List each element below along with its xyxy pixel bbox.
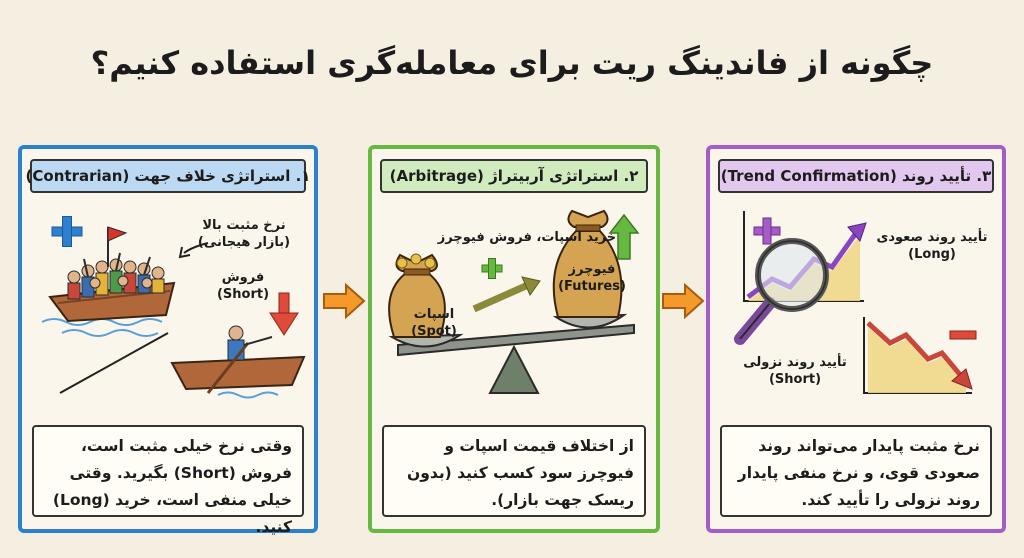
contrarian-header: ۱. استراتژی خلاف جهت (Contrarian) xyxy=(26,159,310,193)
page-title: چگونه از فاندینگ ریت برای معامله‌گری است… xyxy=(90,44,934,82)
crowd-label: نرخ مثبت بالا (بازار هیجانی) xyxy=(197,218,291,250)
downtrend-line-icon xyxy=(866,321,973,390)
plus-icon xyxy=(753,217,781,245)
futures-bag-icon xyxy=(552,209,623,318)
downtrend-label: تأیید روند نزولی (Short) xyxy=(743,355,847,387)
magnifying-glass-icon xyxy=(734,238,829,345)
flow-arrow-icon xyxy=(323,282,366,320)
rowboat-icon xyxy=(170,325,306,394)
uptrend-label: تأیید روند صعودی (Long) xyxy=(876,230,988,262)
diagonal-arrow-icon xyxy=(472,276,541,313)
arbitrage-description: از اختلاف قیمت اسپات و فیوچرز سود کسب کن… xyxy=(382,425,646,517)
trend-description: نرخ مثبت پایدار می‌تواند روند صعودی قوی،… xyxy=(720,425,992,517)
trend-panel: ۳. تأیید روند (Trend Confirmation) xyxy=(706,145,1006,533)
water-icon xyxy=(41,318,163,337)
trend-header: ۳. تأیید روند (Trend Confirmation) xyxy=(718,159,994,193)
plus-icon xyxy=(481,258,503,279)
plus-icon xyxy=(51,216,83,247)
pointer-arrow-icon xyxy=(183,242,209,254)
spot-label: اسپات (Spot) xyxy=(411,307,457,339)
crowded-boat-icon xyxy=(48,226,176,323)
short-label: فروش (Short) xyxy=(216,270,270,302)
minus-icon xyxy=(949,330,977,340)
spot-bag-icon xyxy=(388,253,446,338)
arbitrage-panel: ۲. استراتژی آربیتراژ (Arbitrage) xyxy=(368,145,660,533)
trend-illustration xyxy=(734,211,977,394)
flow-arrow-icon xyxy=(662,282,705,320)
contrarian-illustration xyxy=(41,216,306,399)
contrarian-panel: ۱. استراتژی خلاف جهت (Contrarian) xyxy=(18,145,318,536)
arbitrage-header: ۲. استراتژی آربیتراژ (Arbitrage) xyxy=(380,159,648,193)
up-arrow-icon xyxy=(608,213,640,260)
down-arrow-icon xyxy=(269,292,299,336)
arbitrage-illustration xyxy=(388,209,640,394)
arbitrage-top-label: خرید اسپات، فروش فیوچرز xyxy=(437,230,617,245)
contrarian-description: وقتی نرخ خیلی مثبت است، فروش (Short) بگی… xyxy=(32,425,304,536)
futures-label: فیوچرز (Futures) xyxy=(558,262,626,294)
